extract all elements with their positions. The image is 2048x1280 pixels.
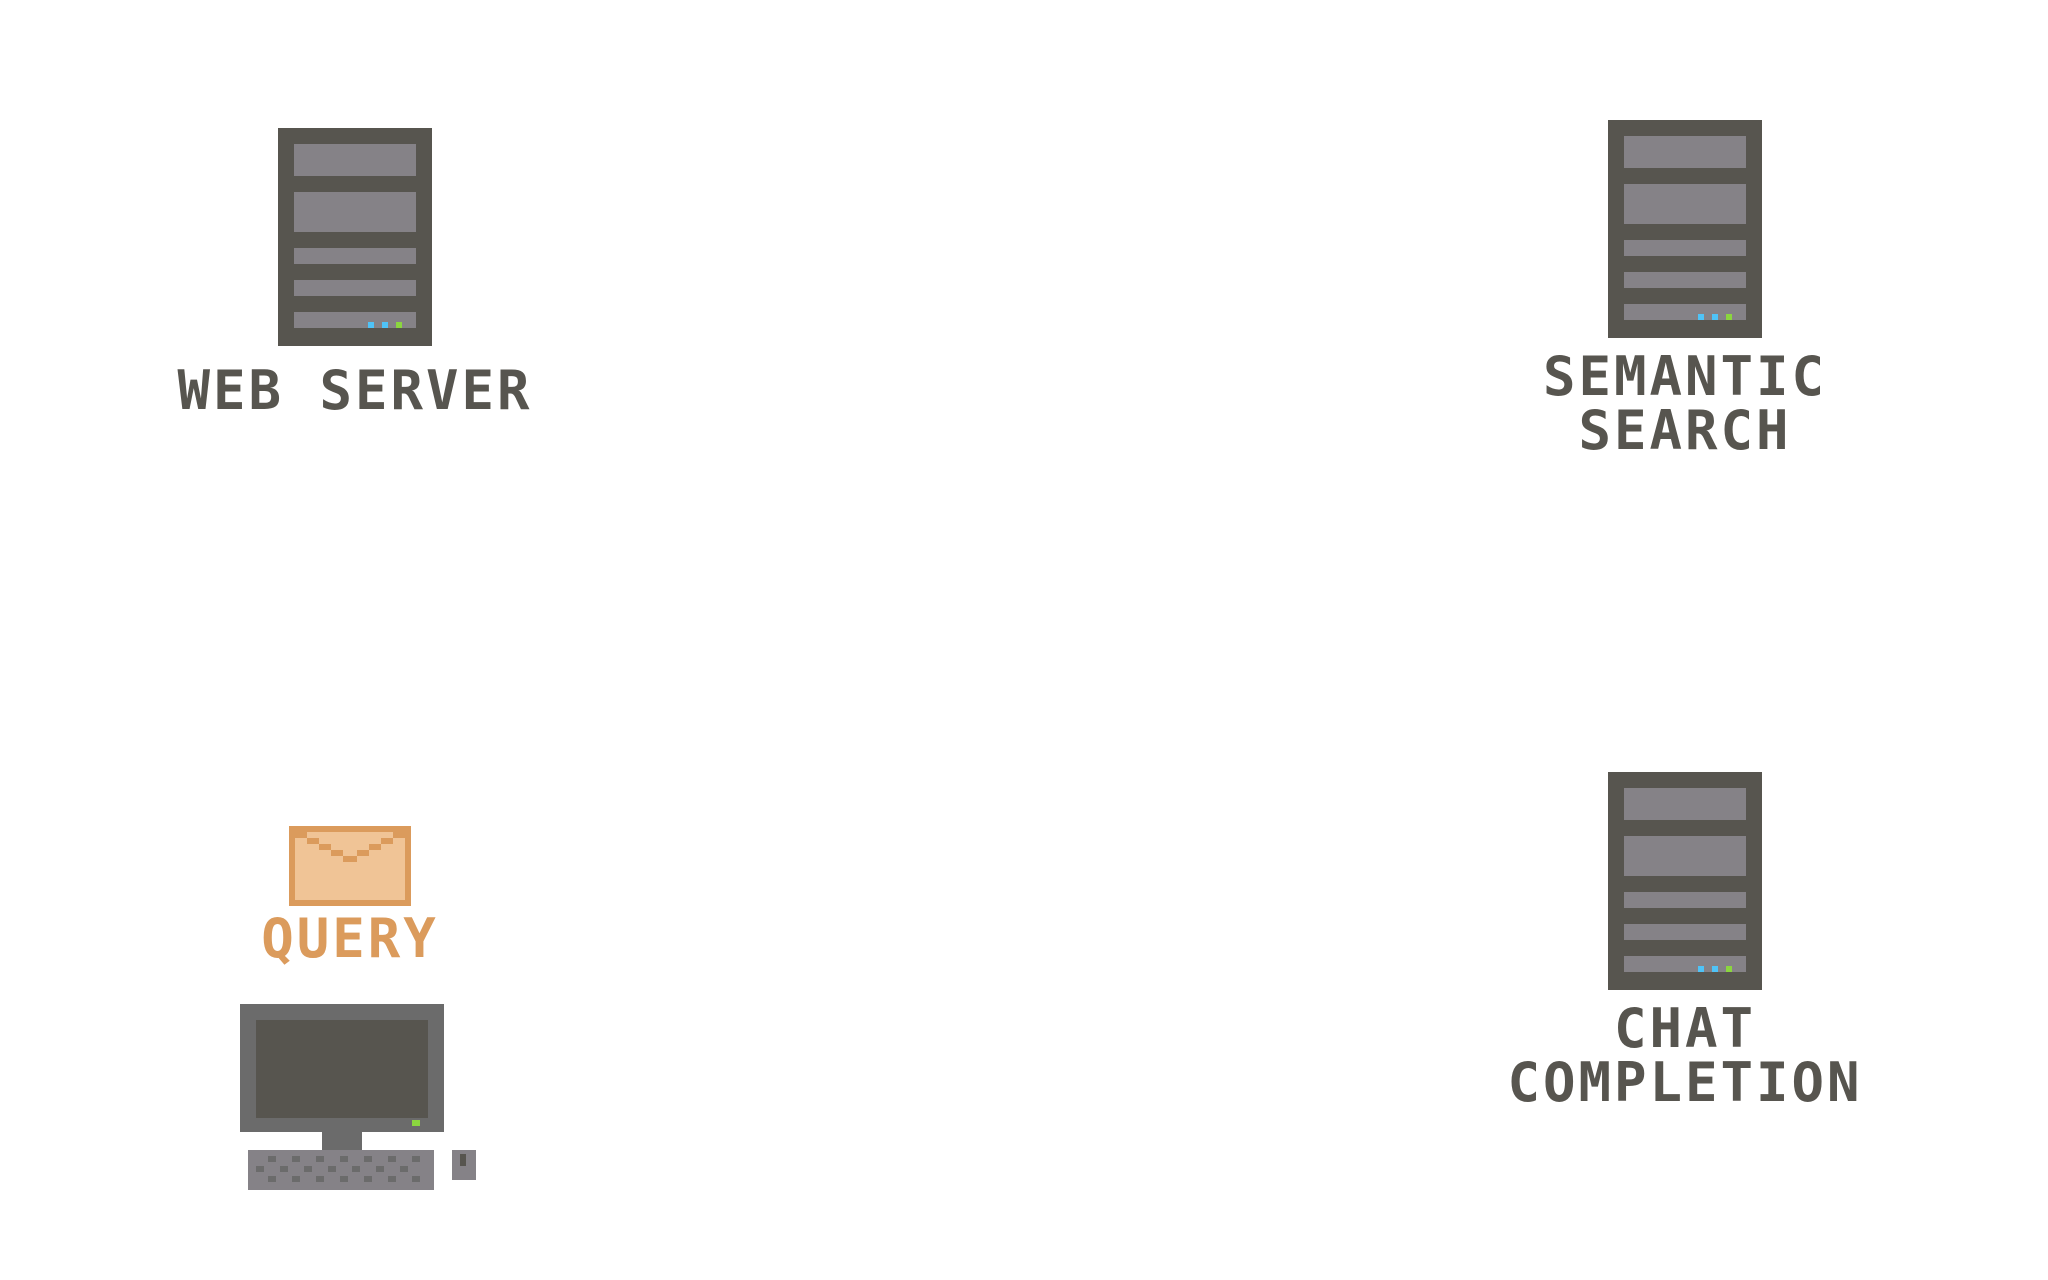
node-chat-completion: CHAT COMPLETION — [1490, 772, 1880, 1110]
server-slot — [1624, 788, 1746, 820]
server-slot — [294, 144, 416, 176]
server-slot — [1624, 892, 1746, 908]
semantic-search-label-line-1: SEMANTIC — [1542, 345, 1828, 408]
keyboard-key — [388, 1176, 396, 1182]
web-server-label-line: WEB SERVER — [177, 359, 533, 422]
keyboard-keys — [256, 1156, 420, 1182]
server-slot — [1624, 272, 1746, 288]
keyboard-key — [316, 1176, 324, 1182]
mouse-button — [460, 1154, 466, 1166]
server-slot — [1624, 136, 1746, 168]
monitor-screen — [256, 1020, 428, 1118]
led-blue — [1698, 966, 1704, 972]
server-icon — [1608, 120, 1762, 338]
node-client — [240, 1004, 480, 1192]
server-slot — [294, 280, 416, 296]
power-led — [412, 1120, 420, 1126]
keyboard-key — [268, 1156, 276, 1162]
envelope-flap — [295, 832, 405, 862]
led-green — [1726, 314, 1732, 320]
server-slot — [294, 192, 416, 232]
led-blue — [368, 322, 374, 328]
keyboard-key — [412, 1156, 420, 1162]
server-slot — [294, 248, 416, 264]
keyboard-key — [388, 1156, 396, 1162]
query-label: QUERY — [261, 912, 439, 966]
node-semantic-search: SEMANTIC SEARCH — [1520, 120, 1850, 458]
monitor-stand — [322, 1132, 362, 1150]
server-slot — [1624, 836, 1746, 876]
flap-pixel — [295, 832, 307, 838]
server-slot — [1624, 240, 1746, 256]
flap-pixel — [331, 850, 343, 856]
semantic-search-label: SEMANTIC SEARCH — [1543, 350, 1827, 458]
server-slot — [1624, 924, 1746, 940]
chat-completion-label-line-1: CHAT — [1613, 997, 1757, 1060]
keyboard-key — [304, 1166, 312, 1172]
flap-pixel — [307, 838, 319, 844]
led-blue — [382, 322, 388, 328]
keyboard-key — [364, 1156, 372, 1162]
flap-pixel — [381, 838, 393, 844]
server-icon — [1608, 772, 1762, 990]
semantic-search-label-line-2: SEARCH — [1578, 399, 1792, 462]
keyboard-key — [352, 1166, 360, 1172]
keyboard-key — [292, 1156, 300, 1162]
keyboard-key — [412, 1176, 420, 1182]
keyboard-key — [376, 1166, 384, 1172]
envelope-icon — [289, 826, 411, 906]
keyboard-key — [328, 1166, 336, 1172]
led-green — [396, 322, 402, 328]
web-server-label: WEB SERVER — [177, 364, 532, 418]
query-label-line: QUERY — [261, 907, 439, 970]
desktop-computer-icon — [240, 1004, 476, 1190]
keyboard-key — [268, 1176, 276, 1182]
led-green — [1726, 966, 1732, 972]
keyboard-key — [256, 1166, 264, 1172]
keyboard-key — [316, 1156, 324, 1162]
node-web-server: WEB SERVER — [170, 128, 540, 418]
led-blue — [1698, 314, 1704, 320]
flap-pixel — [343, 856, 357, 862]
flap-pixel — [393, 832, 405, 838]
flap-pixel — [357, 850, 369, 856]
led-blue — [1712, 314, 1718, 320]
keyboard-key — [280, 1166, 288, 1172]
server-icon — [278, 128, 432, 346]
keyboard-key — [364, 1176, 372, 1182]
keyboard-key — [340, 1156, 348, 1162]
node-query: QUERY — [240, 826, 460, 966]
keyboard-key — [292, 1176, 300, 1182]
keyboard-key — [340, 1176, 348, 1182]
server-slot — [1624, 184, 1746, 224]
keyboard-key — [400, 1166, 408, 1172]
led-blue — [1712, 966, 1718, 972]
flap-pixel — [369, 844, 381, 850]
flap-pixel — [319, 844, 331, 850]
chat-completion-label-line-2: COMPLETION — [1507, 1051, 1863, 1114]
chat-completion-label: CHAT COMPLETION — [1507, 1002, 1862, 1110]
